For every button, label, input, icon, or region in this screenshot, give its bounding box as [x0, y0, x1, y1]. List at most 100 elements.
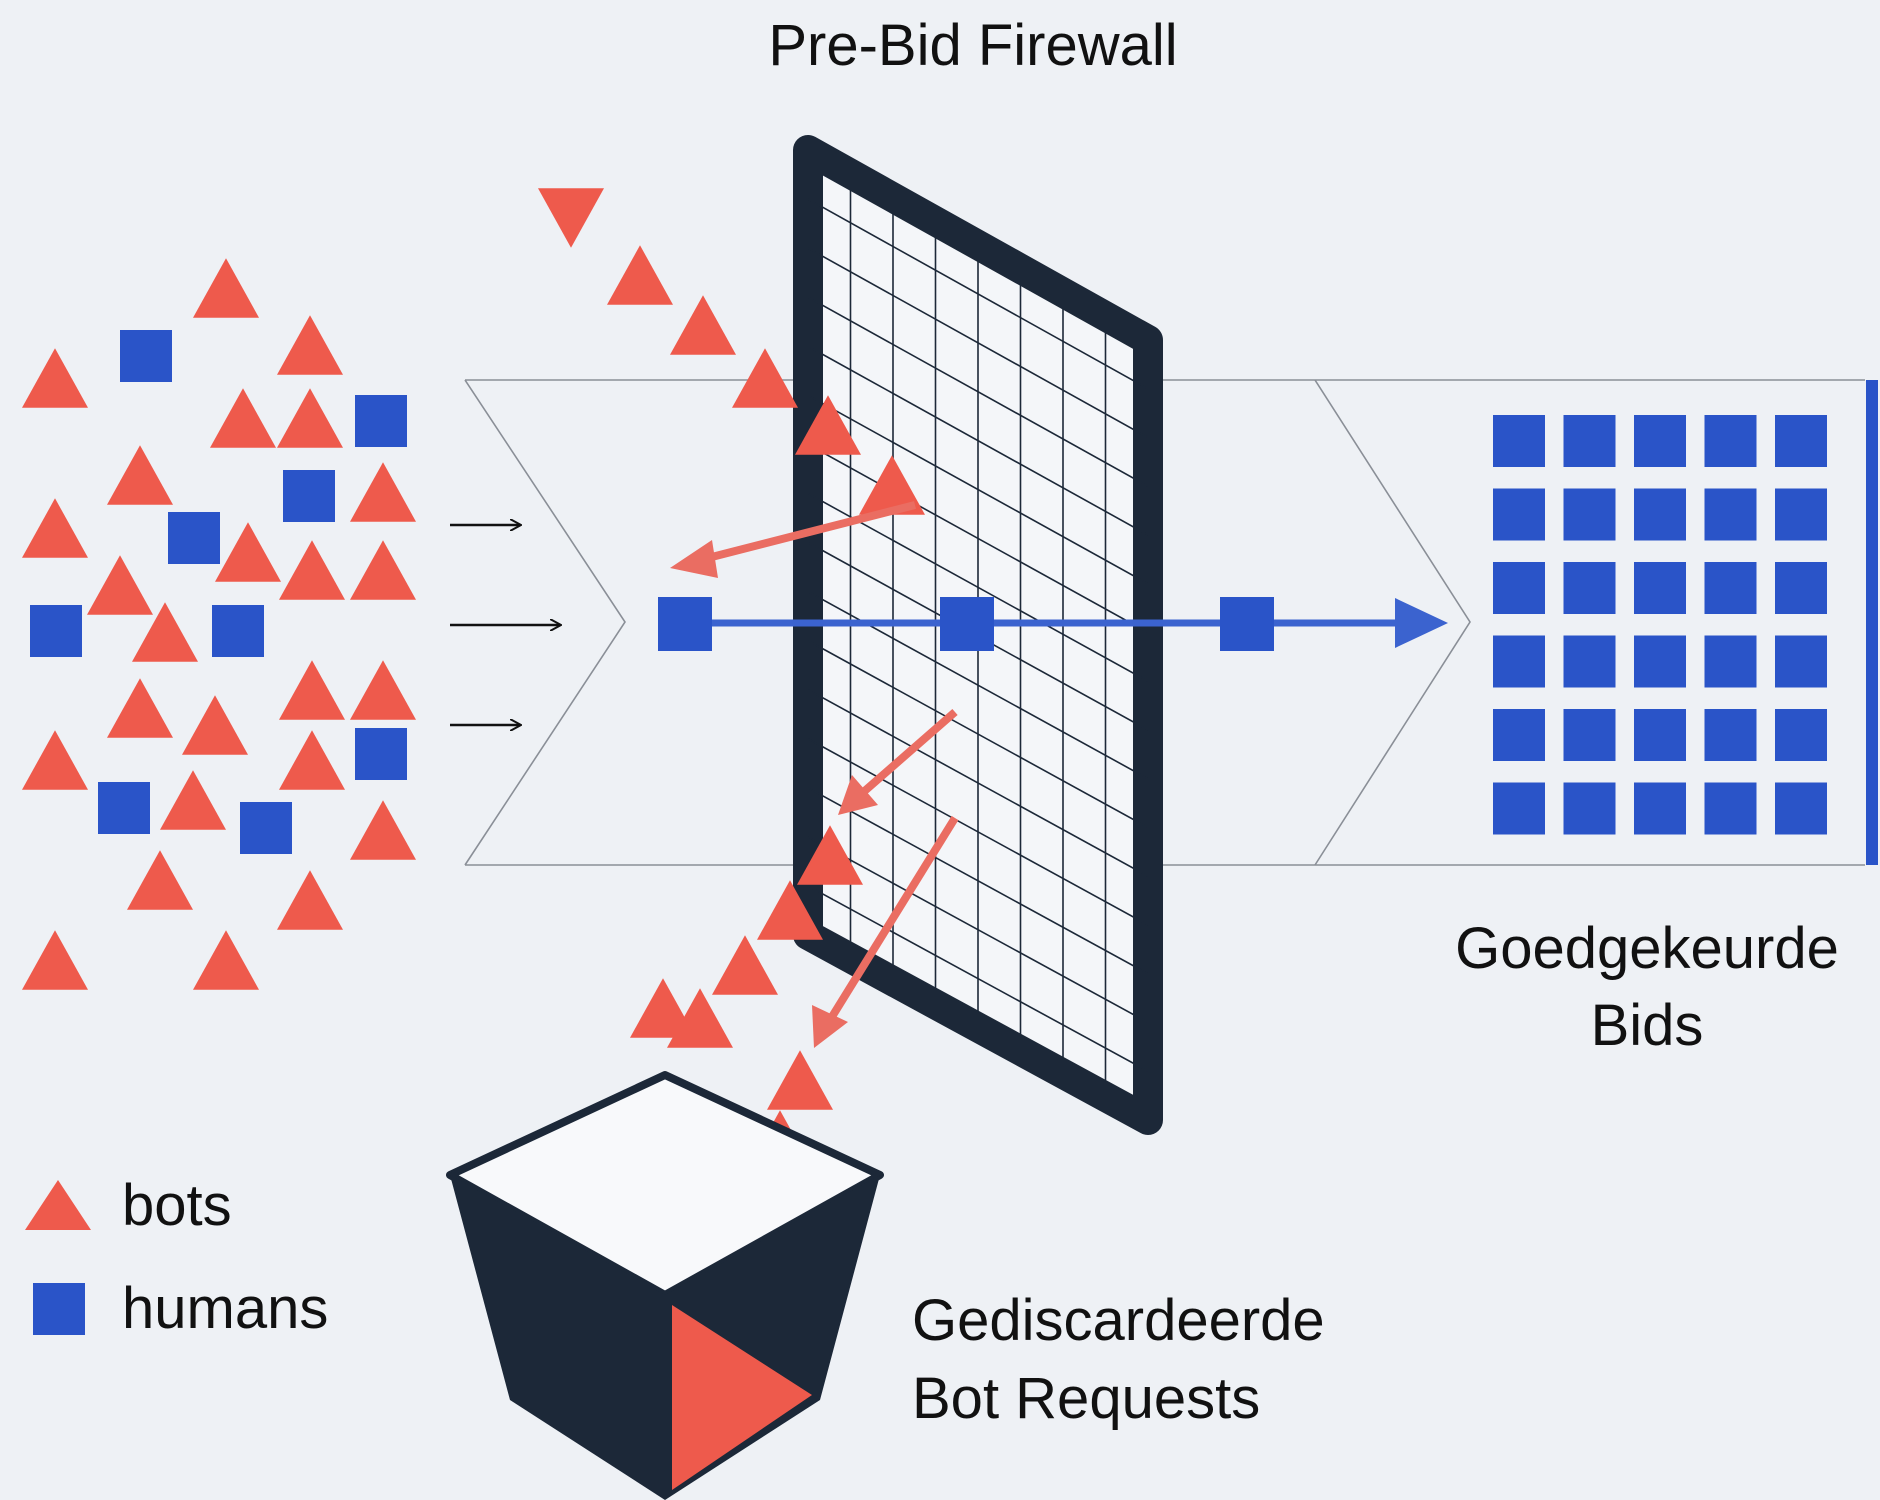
discarded-label-line1: Gediscardeerde: [912, 1288, 1325, 1353]
approved-bid-square: [1775, 635, 1827, 688]
deflect-arrowhead: [838, 775, 878, 815]
human-square: [212, 605, 264, 657]
approved-bid-square: [1493, 782, 1545, 835]
approved-bid-square: [1493, 562, 1545, 614]
bot-triangle: [107, 445, 173, 505]
deflect-arrow: [826, 815, 959, 1023]
legend-bot-icon: [25, 1180, 91, 1230]
bot-triangle: [22, 730, 88, 790]
human-square: [355, 728, 407, 780]
human-square: [168, 512, 220, 564]
bot-triangle: [279, 660, 345, 720]
bot-triangle: [132, 602, 198, 662]
bot-triangle: [630, 978, 696, 1038]
firewall-grid-line: [807, 836, 1149, 1024]
approved-bid-square: [1493, 709, 1545, 761]
bot-triangle: [193, 930, 259, 990]
approved-bid-square: [1563, 635, 1616, 688]
bot-triangle: [277, 388, 343, 448]
firewall-grid-line: [807, 787, 1149, 975]
bot-triangle: [670, 295, 736, 355]
bot-triangle: [350, 800, 416, 860]
bot-triangle: [87, 555, 153, 615]
legend-human-icon: [33, 1283, 85, 1335]
bot-triangle: [279, 540, 345, 600]
approved-bid-square: [1775, 709, 1827, 761]
bot-triangle: [193, 258, 259, 318]
deflection-arrows: [670, 501, 959, 1048]
approved-bid-square: [1493, 635, 1545, 688]
bot-triangle: [767, 1050, 833, 1110]
bot-triangle: [127, 850, 193, 910]
human-request-square: [940, 597, 994, 651]
approved-bid-square: [1634, 488, 1686, 541]
approved-bid-square: [1704, 782, 1757, 835]
approved-bid-square: [1563, 488, 1616, 541]
approved-bid-square: [1775, 415, 1827, 467]
approved-bid-square: [1563, 562, 1616, 614]
discard-bin-icon: [446, 1065, 884, 1500]
bot-triangle: [795, 395, 861, 455]
firewall-grid-line: [807, 738, 1149, 926]
bot-triangle: [277, 870, 343, 930]
approved-bid-square: [1634, 635, 1686, 688]
firewall-grid-line: [807, 885, 1149, 1072]
approved-label-line2: Bids: [1591, 993, 1704, 1058]
approved-bid-square: [1493, 488, 1545, 541]
human-square: [98, 782, 150, 834]
bot-triangle: [160, 770, 226, 830]
bot-triangle: [732, 348, 798, 408]
approved-bid-square: [1634, 709, 1686, 761]
approved-bid-square: [1563, 709, 1616, 761]
bot-triangle: [22, 930, 88, 990]
firewall-grid-line: [807, 198, 1149, 390]
deflect-arrowhead: [670, 540, 718, 578]
approved-bid-square: [1634, 782, 1686, 835]
human-square: [120, 330, 172, 382]
firewall-grid-line: [807, 492, 1149, 682]
approved-bid-square: [1775, 488, 1827, 541]
firewall-grid-line: [807, 394, 1149, 585]
bot-triangle: [215, 522, 281, 582]
approved-bid-square: [1563, 415, 1616, 467]
human-square: [355, 395, 407, 447]
bot-triangle: [350, 540, 416, 600]
bot-triangle: [277, 315, 343, 375]
discarded-label-line2: Bot Requests: [912, 1366, 1260, 1431]
human-request-square: [1220, 597, 1274, 651]
approved-bid-square: [1704, 709, 1757, 761]
approved-label-line1: Goedgekeurde: [1455, 916, 1839, 981]
bot-triangle: [350, 660, 416, 720]
bot-triangle: [607, 245, 673, 305]
bot-triangle: [859, 455, 925, 515]
human-square: [283, 470, 335, 522]
human-square: [30, 605, 82, 657]
bot-triangle: [538, 188, 604, 248]
deflect-arrowhead: [812, 1005, 848, 1048]
human-request-square: [658, 597, 712, 651]
legend: bots humans: [25, 1173, 328, 1341]
bot-triangle: [22, 348, 88, 408]
firewall-grid-line: [807, 639, 1149, 829]
approved-bid-square: [1563, 782, 1616, 835]
firewall-grid-line: [807, 296, 1149, 487]
firewall-grid: [807, 173, 1149, 1097]
bot-triangle: [22, 498, 88, 558]
firewall-grid-line: [807, 345, 1149, 536]
bot-triangle: [797, 825, 863, 885]
approved-bid-square: [1775, 562, 1827, 614]
approved-bid-square: [1634, 562, 1686, 614]
bot-triangle: [210, 388, 276, 448]
human-flow: [658, 597, 1448, 651]
approved-bid-square: [1634, 415, 1686, 467]
approved-bids-grid: [1493, 415, 1827, 835]
bot-triangle: [712, 935, 778, 995]
legend-humans-label: humans: [122, 1276, 328, 1341]
traffic-crowd: [22, 258, 416, 990]
legend-bots-label: bots: [122, 1173, 232, 1238]
bot-triangle: [107, 678, 173, 738]
bot-triangle: [757, 880, 823, 940]
approved-bid-square: [1704, 562, 1757, 614]
approved-bid-square: [1704, 635, 1757, 688]
